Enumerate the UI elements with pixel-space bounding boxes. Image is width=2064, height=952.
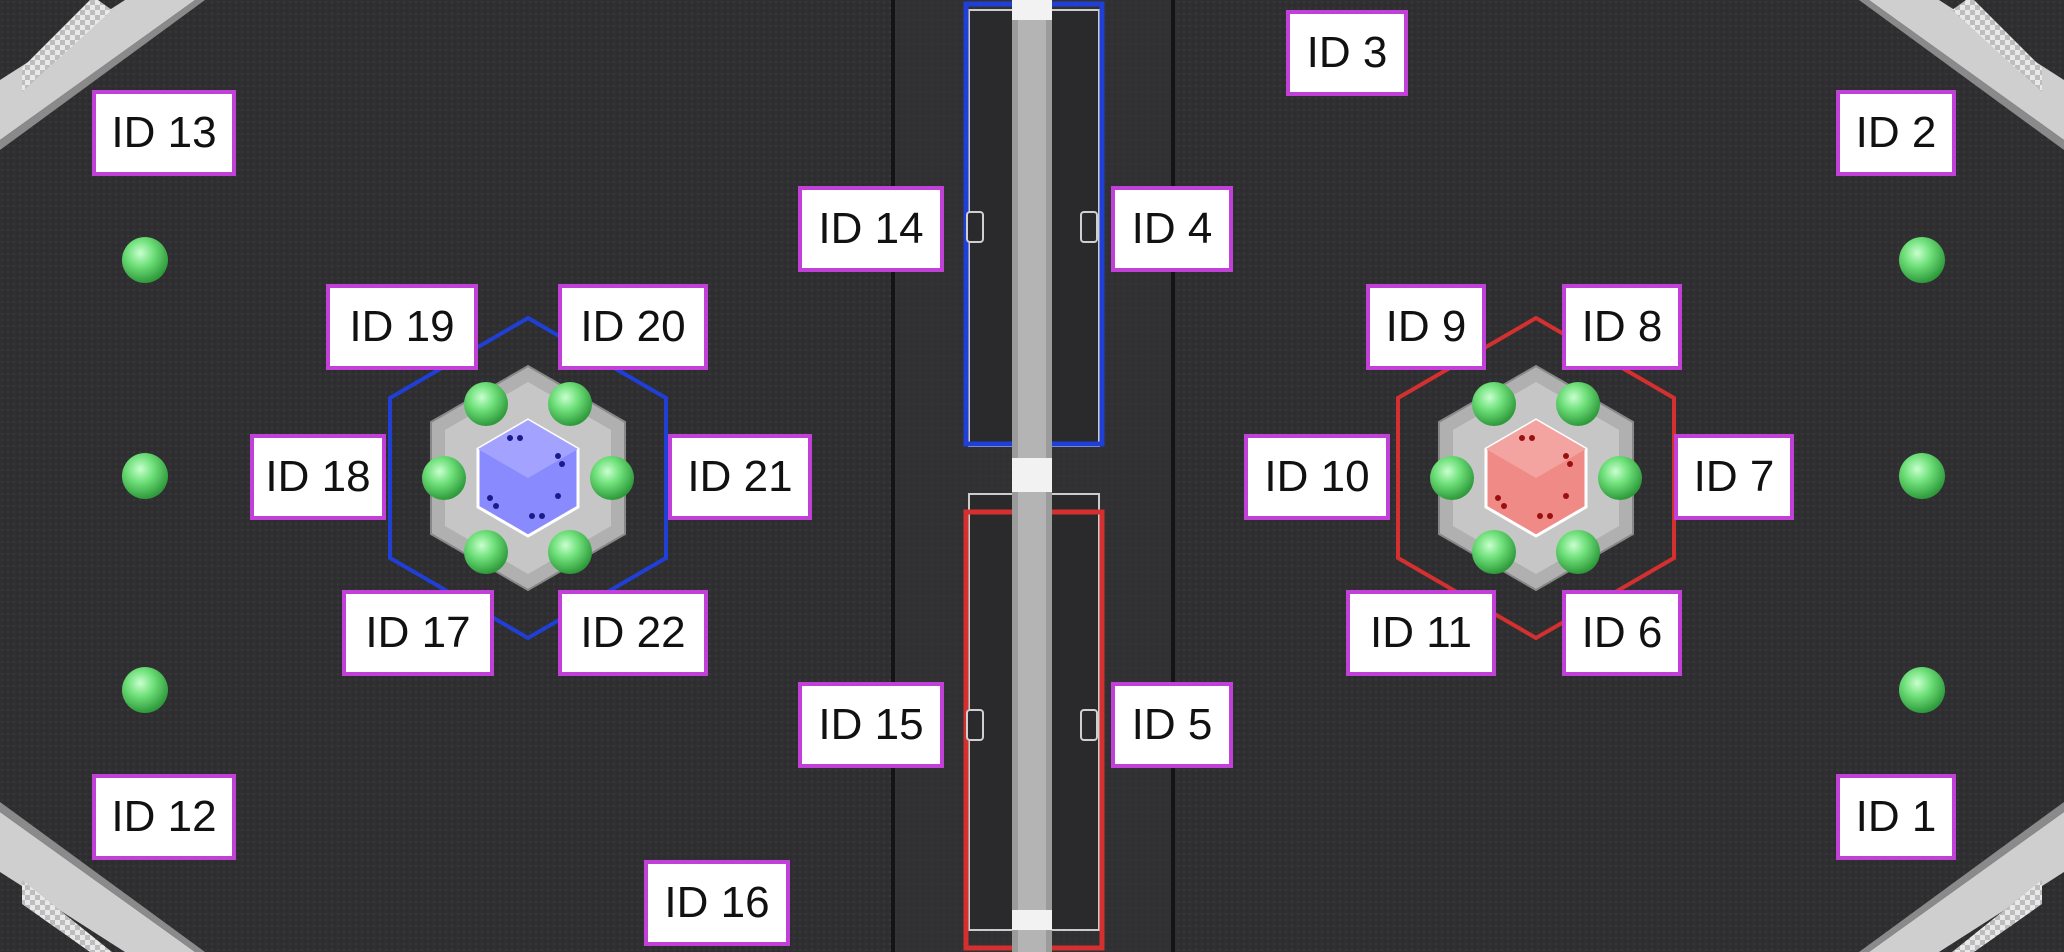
id-label-14: ID 14 <box>798 186 944 272</box>
id-label-3: ID 3 <box>1286 10 1408 96</box>
center-hub <box>1012 458 1052 492</box>
corner-ramp-bottom-left <box>0 802 205 952</box>
id-label-19: ID 19 <box>326 284 478 370</box>
bracket-red-left <box>966 709 984 741</box>
bracket-blue-right <box>1080 211 1098 243</box>
id-label-2: ID 2 <box>1836 90 1956 176</box>
id-label-6: ID 6 <box>1562 590 1682 676</box>
id-label-17: ID 17 <box>342 590 494 676</box>
id-label-4: ID 4 <box>1111 186 1233 272</box>
center-barrier-red <box>963 492 1105 952</box>
id-label-1: ID 1 <box>1836 774 1956 860</box>
id-label-7: ID 7 <box>1674 434 1794 520</box>
ball-left-bottom <box>122 667 168 713</box>
id-label-22: ID 22 <box>558 590 708 676</box>
ball-right-top <box>1899 237 1945 283</box>
corner-ramp-bottom-right <box>1859 802 2064 952</box>
ball-right-bottom <box>1899 667 1945 713</box>
bracket-red-right <box>1080 709 1098 741</box>
red-hub <box>1396 315 1676 641</box>
corner-ramp-top-left <box>0 0 205 150</box>
id-label-15: ID 15 <box>798 682 944 768</box>
ball-right-middle <box>1899 453 1945 499</box>
ball-left-middle <box>122 453 168 499</box>
id-label-20: ID 20 <box>558 284 708 370</box>
id-label-16: ID 16 <box>644 860 790 946</box>
blue-hub <box>388 315 668 641</box>
center-barrier-blue <box>963 0 1105 460</box>
id-label-11: ID 11 <box>1346 590 1496 676</box>
bracket-blue-left <box>966 211 984 243</box>
id-label-9: ID 9 <box>1366 284 1486 370</box>
id-label-5: ID 5 <box>1111 682 1233 768</box>
ball-left-top <box>122 237 168 283</box>
id-label-10: ID 10 <box>1244 434 1390 520</box>
id-label-12: ID 12 <box>92 774 236 860</box>
id-label-13: ID 13 <box>92 90 236 176</box>
id-label-21: ID 21 <box>668 434 812 520</box>
id-label-8: ID 8 <box>1562 284 1682 370</box>
corner-ramp-top-right <box>1859 0 2064 150</box>
id-label-18: ID 18 <box>250 434 386 520</box>
